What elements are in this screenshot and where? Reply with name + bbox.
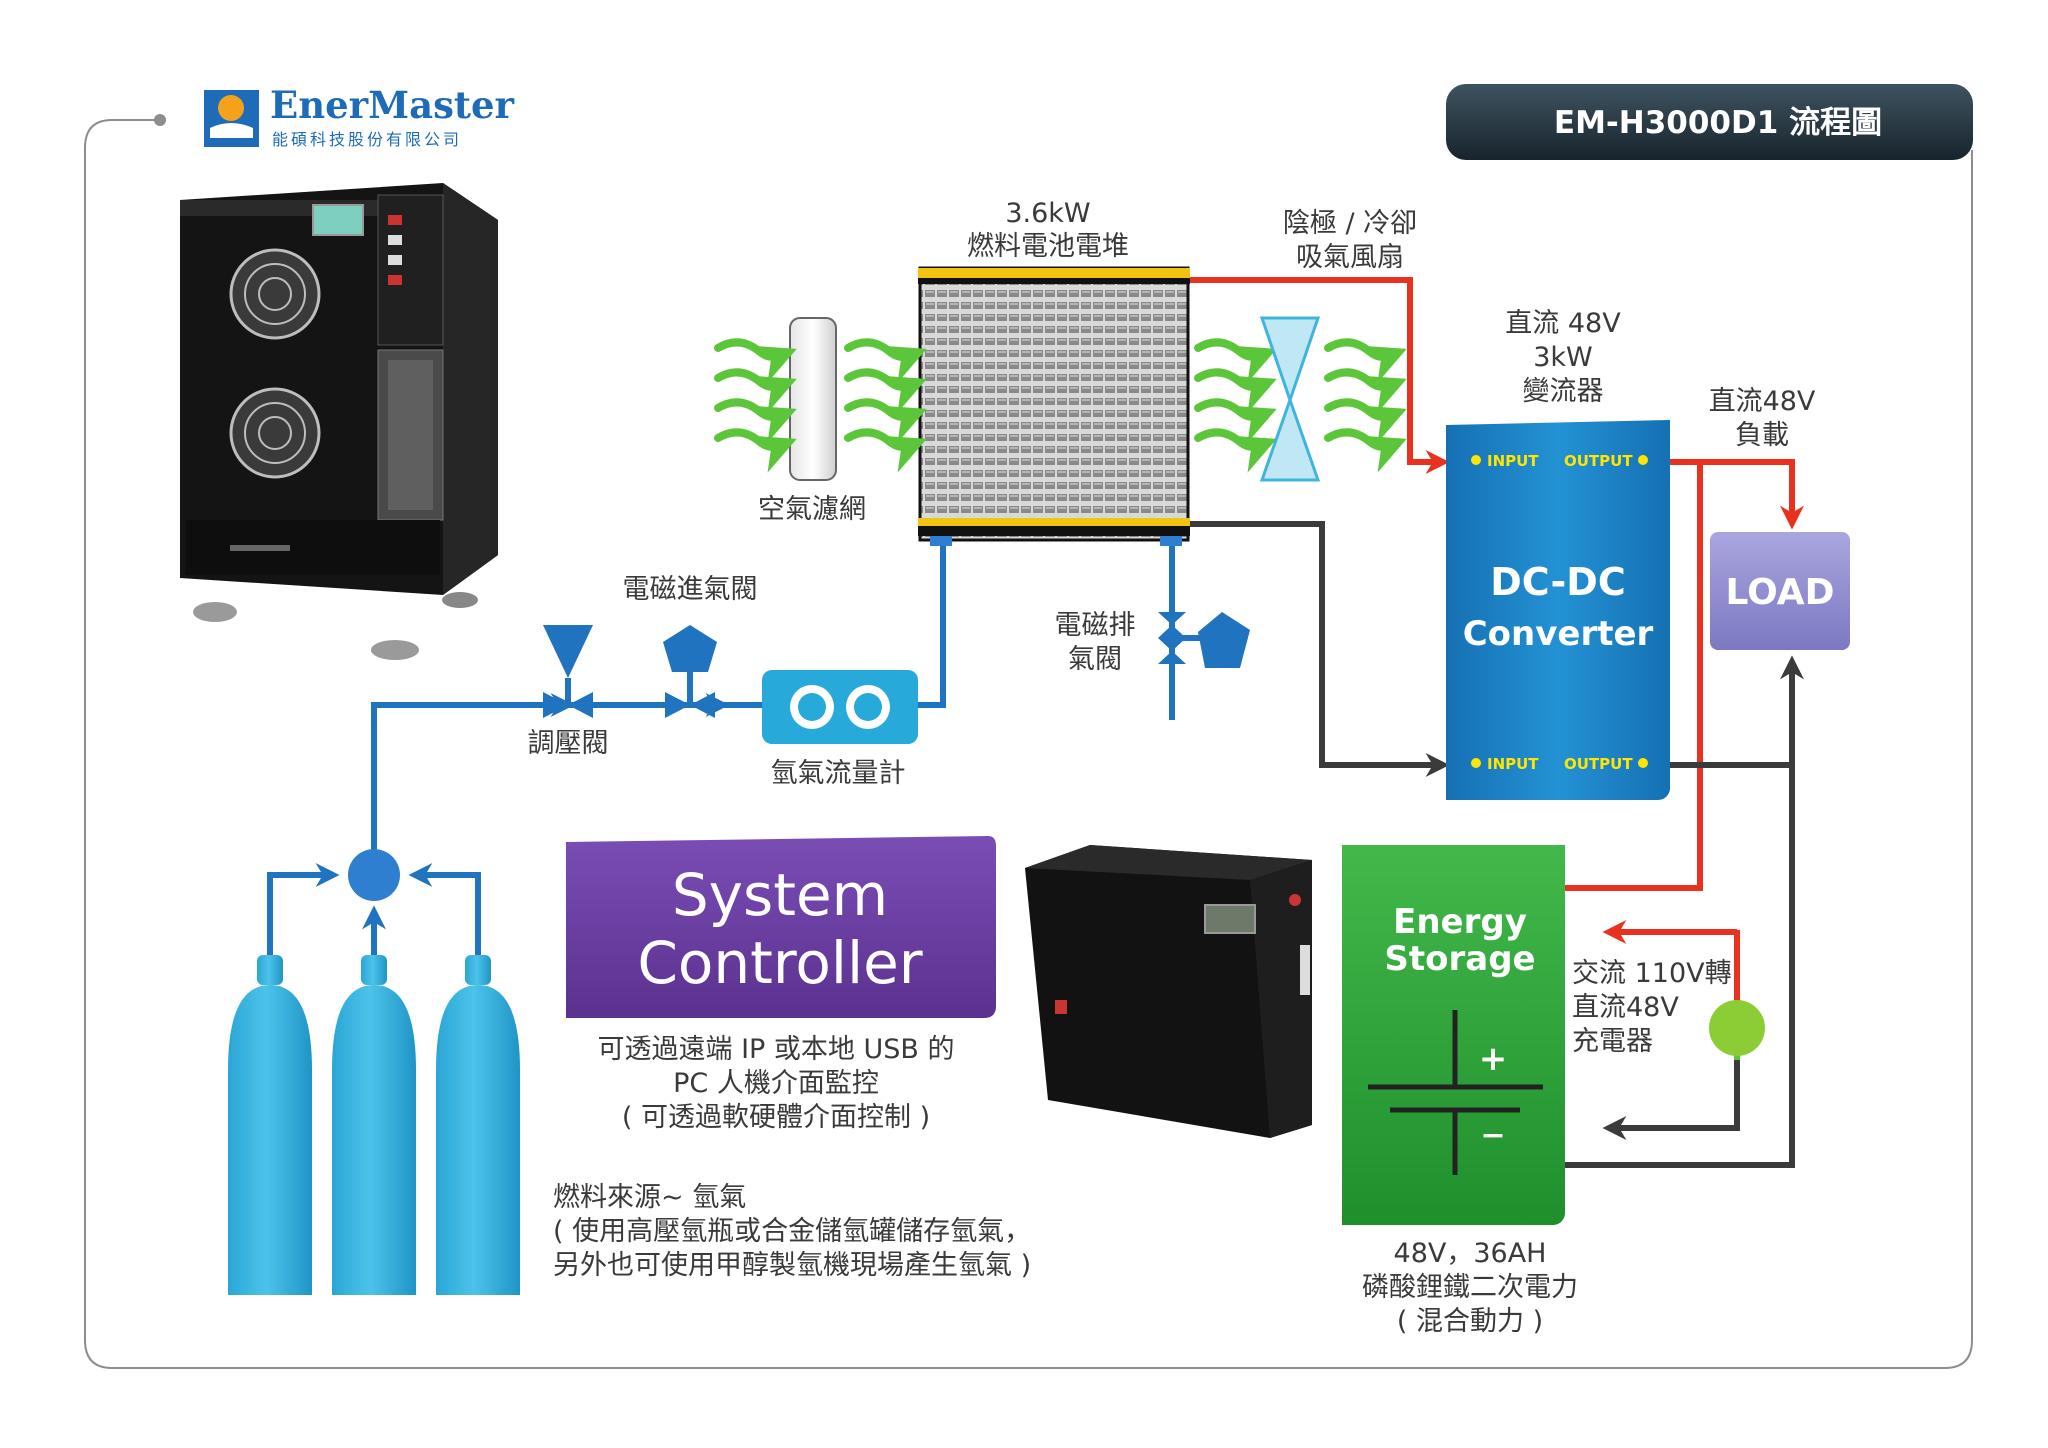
stack-power-label: 3.6kW [1005, 198, 1090, 229]
charger-label-line2: 直流48V [1572, 992, 1679, 1023]
dcdc-input-port-top: INPUT [1487, 452, 1539, 470]
dcdc-input-port-bottom: INPUT [1487, 755, 1539, 773]
charger-label-line3: 充電器 [1572, 1026, 1653, 1057]
energy-storage-block: Energy Storage + − [1342, 845, 1565, 1225]
brand-name: EnerMaster [270, 83, 515, 127]
controller-note-line2: PC 人機介面監控 [673, 1068, 879, 1099]
title-badge: EM-H3000D1 流程圖 [1446, 84, 1973, 160]
dcdc-title: DC-DC [1490, 560, 1626, 604]
battery-minus: − [1480, 1118, 1505, 1153]
solenoid-inlet-label: 電磁進氣閥 [623, 574, 758, 605]
battery-plus: + [1479, 1039, 1508, 1079]
power-lines [1190, 277, 1804, 944]
page-title: EM-H3000D1 流程圖 [1554, 105, 1882, 141]
air-filter-label: 空氣濾網 [758, 494, 866, 525]
dcdc-subtitle: Converter [1463, 614, 1654, 654]
battery-label-line1: 48V，36AH [1394, 1238, 1547, 1269]
fuel-note-line3: 另外也可使用甲醇製氫機現場產生氫氣 ) [553, 1250, 1031, 1281]
battery-label-line3: ( 混合動力 ) [1397, 1306, 1543, 1337]
charger-label-line1: 交流 110V轉 [1572, 958, 1732, 989]
storage-title: Energy [1393, 902, 1527, 942]
flow-meter-label: 氫氣流量計 [771, 758, 906, 789]
signal-lines [1190, 521, 1804, 1168]
solenoid-inlet-valve-icon [663, 625, 717, 718]
solenoid-purge-valve-icon [1158, 612, 1250, 668]
dcdc-output-port-top: OUTPUT [1564, 452, 1633, 470]
load-label-line2: 負載 [1735, 420, 1789, 451]
system-controller-block: System Controller [566, 836, 996, 1018]
frame-border [84, 119, 1973, 1369]
fuel-note-line1: 燃料來源~ 氫氣 [553, 1182, 746, 1213]
display-screen [312, 204, 364, 236]
logo-sun-icon [218, 95, 244, 121]
fan-label-line1: 陰極 / 冷卻 [1283, 208, 1417, 239]
load-block: LOAD [1710, 532, 1850, 650]
frame-dot [154, 114, 166, 126]
airflow-arrows [714, 338, 1407, 473]
controller-subtitle: Controller [637, 929, 922, 997]
load-title: LOAD [1725, 572, 1834, 613]
cooling-fan-icon [229, 248, 321, 340]
hydrogen-lines [267, 540, 1175, 955]
converter-spec-line3: 變流器 [1523, 376, 1604, 407]
solenoid-purge-label-line2: 氣閥 [1068, 644, 1122, 675]
hydrogen-cylinder-icon [332, 955, 416, 1295]
logo-wave-icon [210, 123, 253, 138]
brand-logo: EnerMaster 能碩科技股份有限公司 [204, 83, 515, 149]
battery-label-line2: 磷酸鋰鐵二次電力 [1362, 1272, 1578, 1303]
controller-note-line1: 可透過遠端 IP 或本地 USB 的 [598, 1034, 955, 1065]
fuel-cell-stack [918, 266, 1190, 546]
controller-title: System [672, 861, 888, 929]
controller-note-line3: ( 可透過軟硬體介面控制 ) [622, 1102, 930, 1133]
controller-lcd [1204, 904, 1256, 934]
brand-subtitle: 能碩科技股份有限公司 [272, 130, 462, 149]
solenoid-purge-label-line1: 電磁排 [1055, 610, 1136, 641]
pressure-regulator-icon [543, 625, 593, 718]
pressure-regulator-label: 調壓閥 [528, 728, 609, 759]
charger-icon [1709, 932, 1765, 1060]
manifold-junction-icon [348, 849, 400, 901]
storage-subtitle: Storage [1384, 939, 1535, 979]
dcdc-output-port-bottom: OUTPUT [1564, 755, 1633, 773]
diagram-labels: 3.6kW 燃料電池電堆 陰極 / 冷卻 吸氣風扇 空氣濾網 直流 48V 3k… [528, 198, 1816, 1337]
hydrogen-cylinder-icon [228, 955, 312, 1295]
hydrogen-flow-meter-icon [762, 670, 918, 744]
load-label-line1: 直流48V [1709, 386, 1816, 417]
battery-symbol-icon [1368, 1010, 1543, 1175]
fuel-note-line2: ( 使用高壓氫瓶或合金儲氫罐儲存氫氣， [553, 1216, 1031, 1247]
air-filter-icon [789, 317, 837, 481]
converter-spec-line1: 直流 48V [1505, 308, 1621, 339]
converter-spec-line2: 3kW [1533, 342, 1593, 373]
dcdc-converter-block: INPUT OUTPUT INPUT OUTPUT DC-DC Converte… [1446, 420, 1670, 800]
cooling-fan-icon [229, 387, 321, 479]
stack-name-label: 燃料電池電堆 [967, 231, 1129, 262]
fan-label-line2: 吸氣風扇 [1296, 242, 1404, 273]
cathode-fan-icon [1259, 316, 1321, 482]
hydrogen-cylinder-icon [436, 955, 520, 1295]
controller-box-photo [1025, 845, 1312, 1138]
fuel-cell-system-photo [180, 183, 498, 660]
hydrogen-cylinders [228, 849, 520, 1295]
